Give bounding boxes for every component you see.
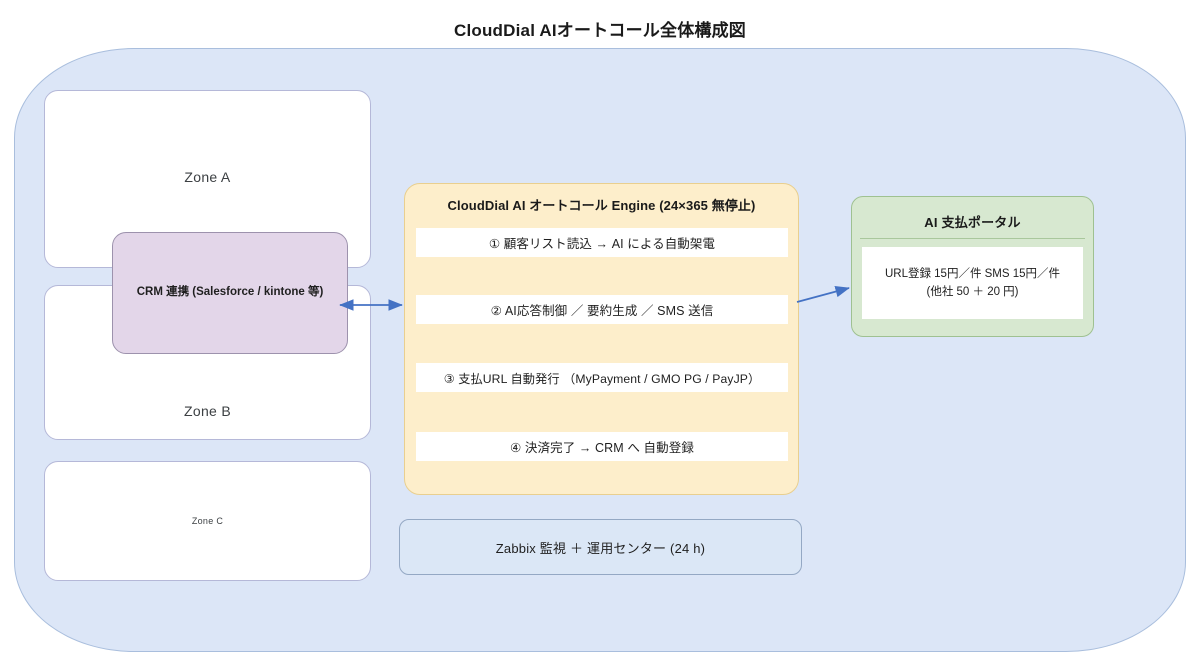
autocall-engine-title: CloudDial AI オートコール Engine (24×365 無停止) [447, 198, 756, 213]
ai-payment-portal-pricing: URL登録 15円／件 SMS 15円／件 (他社 50 ＋ 20 円) [862, 247, 1083, 319]
monitoring-label: Zabbix 監視 ＋ 運用センター (24 h) [495, 540, 706, 556]
monitoring-box[interactable]: Zabbix 監視 ＋ 運用センター (24 h) [399, 519, 802, 575]
autocall-engine-box[interactable]: CloudDial AI オートコール Engine (24×365 無停止) … [404, 183, 799, 495]
engine-step-1[interactable]: ① 顧客リスト読込 → AI による自動架電 [416, 228, 788, 257]
engine-step-4-label: ④ 決済完了 → CRM へ 自動登録 [510, 441, 694, 455]
portal-pricing-line-1: URL登録 15円／件 SMS 15円／件 [884, 267, 1061, 280]
portal-pricing-line-2: (他社 50 ＋ 20 円) [926, 286, 1019, 298]
page-title: CloudDial AIオートコール全体構成図 [453, 21, 747, 40]
engine-step-3[interactable]: ③ 支払URL 自動発行 （MyPayment / GMO PG / PayJP… [416, 363, 788, 392]
engine-step-2[interactable]: ② AI応答制御 ／ 要約生成 ／ SMS 送信 [416, 295, 788, 324]
crm-integration-box[interactable]: CRM 連携 (Salesforce / kintone 等) [112, 232, 348, 354]
zone-a-label: Zone A [184, 169, 231, 185]
portal-divider [860, 238, 1085, 239]
zone-c-label: Zone C [191, 516, 224, 526]
engine-step-1-label: ① 顧客リスト読込 → AI による自動架電 [488, 237, 716, 251]
engine-step-4[interactable]: ④ 決済完了 → CRM へ 自動登録 [416, 432, 788, 461]
engine-step-2-label: ② AI応答制御 ／ 要約生成 ／ SMS 送信 [490, 304, 714, 318]
ai-payment-portal-box[interactable]: AI 支払ポータル URL登録 15円／件 SMS 15円／件 (他社 50 ＋… [851, 196, 1094, 337]
crm-integration-label: CRM 連携 (Salesforce / kintone 等) [136, 286, 324, 299]
zone-b-label: Zone B [184, 402, 231, 419]
zone-c-box[interactable]: Zone C [44, 461, 371, 581]
engine-step-3-label: ③ 支払URL 自動発行 （MyPayment / GMO PG / PayJP… [443, 371, 761, 386]
ai-payment-portal-title: AI 支払ポータル [924, 215, 1021, 230]
